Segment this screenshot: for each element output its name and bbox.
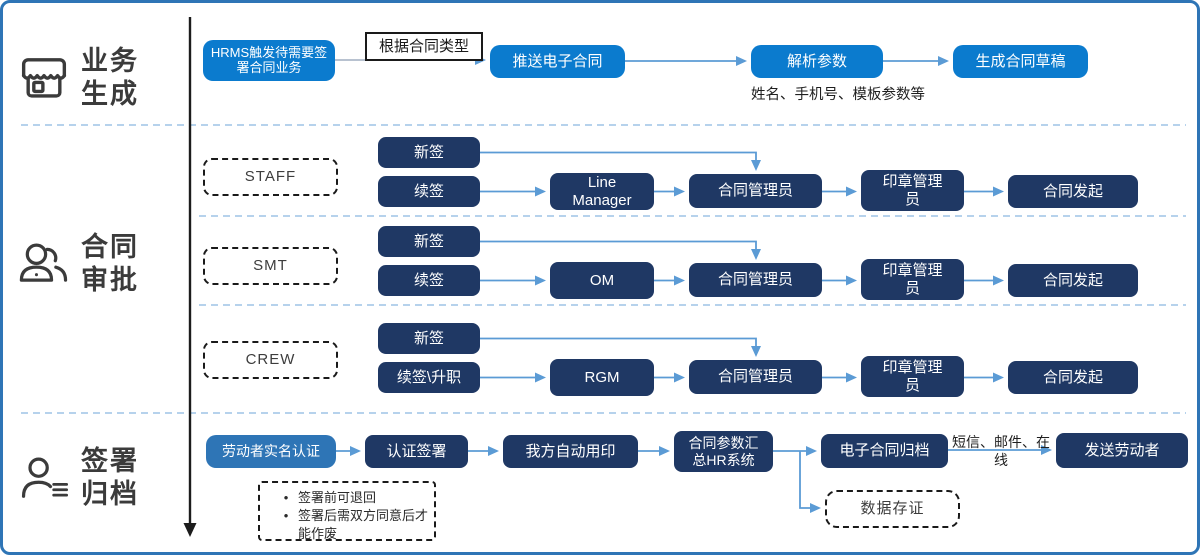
data-notarize-box: 数据存证	[825, 490, 960, 528]
auto-seal-box: 我方自动用印	[503, 435, 638, 468]
seal-admin-box: 印章管理员	[861, 356, 964, 397]
renew-box: 续签\升职	[378, 362, 480, 393]
lane-title-business: 业务 生成	[81, 46, 139, 109]
connector-lines	[21, 17, 1186, 537]
storefront-icon	[16, 53, 72, 105]
person-list-icon	[16, 453, 72, 505]
send-worker-box: 发送劳动者	[1056, 433, 1188, 468]
contract-admin-box: 合同管理员	[689, 263, 822, 297]
note-text: 签署后需双方同意后才能作废	[298, 508, 429, 542]
approval-row-smt: SMT 新签 续签 OM 合同管理员 印章管理员 合同发起	[3, 218, 1197, 313]
bullet: •	[283, 490, 289, 505]
send-channel-label: 短信、邮件、在线	[952, 434, 1050, 469]
reviewer-box: Line Manager	[550, 173, 654, 210]
seal-admin-box: 印章管理员	[861, 170, 964, 211]
hrms-trigger-box: HRMS触发待需要签署合同业务	[203, 40, 335, 81]
bullet: •	[283, 508, 289, 524]
note-text: 签署前可退回	[298, 490, 377, 505]
seal-admin-box: 印章管理员	[861, 259, 964, 300]
reviewer-label: Line Manager	[572, 174, 632, 209]
contract-type-label: 根据合同类型	[365, 32, 483, 61]
approval-row-staff: STAFF 新签 续签 Line Manager 合同管理员 印章管理员 合同发…	[3, 129, 1197, 224]
hr-summary-label: 合同参数汇总HR系统	[688, 435, 759, 468]
people-icon	[16, 239, 72, 291]
renew-box: 续签	[378, 176, 480, 207]
renew-box: 续签	[378, 265, 480, 296]
new-sign-box: 新签	[378, 323, 480, 354]
initiate-box: 合同发起	[1008, 361, 1138, 394]
lane-title-approval: 合同 审批	[81, 232, 139, 295]
initiate-box: 合同发起	[1008, 264, 1138, 297]
archive-box: 电子合同归档	[821, 434, 948, 468]
reviewer-label: RGM	[584, 368, 620, 386]
reviewer-box: OM	[550, 262, 654, 299]
hr-summary-box: 合同参数汇总HR系统	[674, 431, 773, 472]
reviewer-box: RGM	[550, 359, 654, 396]
lane-dividers	[21, 124, 1186, 414]
note-item: • 签署前可退回	[274, 489, 428, 507]
lane-title-signing: 签署 归档	[81, 446, 139, 509]
group-label: CREW	[203, 341, 338, 379]
parse-params-note: 姓名、手机号、模板参数等	[751, 87, 925, 103]
contract-admin-box: 合同管理员	[689, 174, 822, 208]
realname-auth-box: 劳动者实名认证	[206, 435, 336, 468]
generate-draft-box: 生成合同草稿	[953, 45, 1088, 78]
reviewer-label: OM	[589, 271, 615, 289]
contract-admin-box: 合同管理员	[689, 360, 822, 394]
approval-row-crew: CREW 新签 续签\升职 RGM 合同管理员 印章管理员 合同发起	[3, 315, 1197, 410]
new-sign-box: 新签	[378, 137, 480, 168]
new-sign-box: 新签	[378, 226, 480, 257]
push-econtract-box: 推送电子合同	[490, 45, 625, 78]
seal-admin-label: 印章管理员	[882, 359, 943, 394]
group-label: STAFF	[203, 158, 338, 196]
auth-sign-box: 认证签署	[365, 435, 468, 468]
signing-notes-box: • 签署前可退回 • 签署后需双方同意后才能作废	[258, 481, 436, 541]
parse-params-box: 解析参数	[751, 45, 883, 78]
seal-admin-label: 印章管理员	[882, 173, 943, 208]
note-item: • 签署后需双方同意后才能作废	[274, 507, 428, 543]
group-label: SMT	[203, 247, 338, 285]
seal-admin-label: 印章管理员	[882, 262, 943, 297]
initiate-box: 合同发起	[1008, 175, 1138, 208]
